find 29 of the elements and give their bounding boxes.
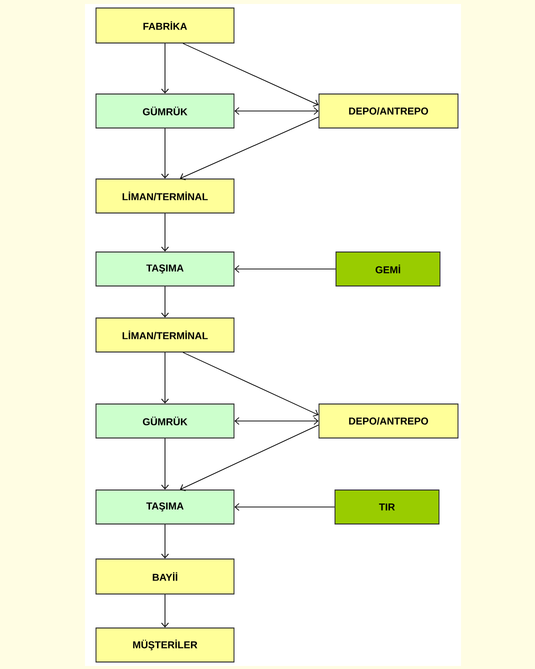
arrow <box>161 352 169 404</box>
arrow <box>234 417 319 425</box>
arrow <box>161 213 169 252</box>
process-box: MÜŞTERİLER <box>96 628 234 662</box>
process-box: DEPO/ANTREPO <box>318 94 458 128</box>
process-box: BAYİİ <box>96 558 234 594</box>
arrow <box>161 524 169 559</box>
arrow <box>180 116 319 180</box>
arrow <box>182 43 319 107</box>
arrow <box>182 352 319 417</box>
arrow <box>180 424 319 492</box>
process-box: FABRİKA <box>96 8 234 44</box>
arrow <box>161 43 169 94</box>
arrow <box>234 107 319 115</box>
arrow <box>234 265 336 273</box>
arrow <box>161 594 169 628</box>
process-box: TAŞIMA <box>96 252 234 286</box>
process-box: TAŞIMA <box>96 490 234 524</box>
process-box: TIR <box>334 490 440 524</box>
arrow <box>161 438 169 490</box>
arrow <box>234 503 335 511</box>
arrow <box>161 128 169 179</box>
process-box: LİMAN/TERMİNAL <box>96 318 234 352</box>
process-box: GÜMRÜK <box>96 404 234 438</box>
process-box: DEPO/ANTREPO <box>318 404 458 438</box>
process-box: LİMAN/TERMİNAL <box>96 178 234 214</box>
arrow <box>161 286 169 318</box>
process-box: GÜMRÜK <box>96 94 234 128</box>
process-box: GEMİ <box>336 252 440 286</box>
